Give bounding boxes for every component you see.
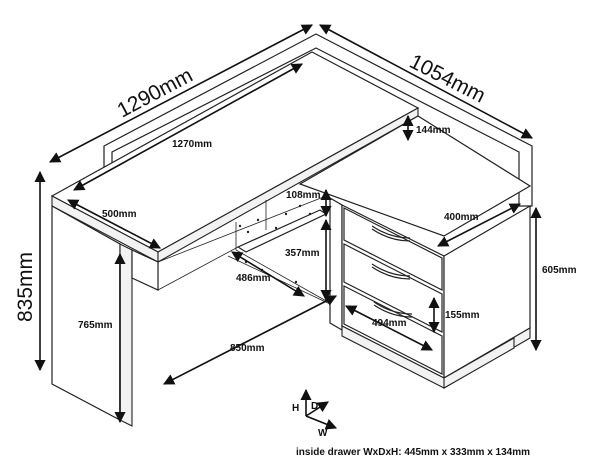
dimension-lines	[34, 24, 542, 424]
axis-d-label: D	[311, 401, 318, 412]
label-knee-width: 850mm	[230, 343, 265, 354]
label-knee-height: 765mm	[78, 320, 113, 331]
inside-drawer-note: inside drawer WxDxH: 445mm x 333mm x 134…	[296, 447, 530, 458]
cabinet-side	[443, 204, 531, 380]
label-top-depth: 500mm	[102, 209, 137, 220]
axis-h-label: H	[292, 403, 299, 414]
label-overall-height: 835mm	[14, 252, 37, 322]
label-cabinet-height: 605mm	[542, 265, 577, 276]
drawer-1	[343, 207, 443, 291]
label-shelf-gap: 144mm	[416, 125, 451, 136]
label-shelf-depth: 486mm	[236, 273, 271, 284]
axis-w-label: W	[318, 428, 328, 439]
label-upper-opening: 108mm	[286, 190, 321, 201]
label-top-length: 1270mm	[172, 139, 212, 150]
divider-panel	[329, 196, 343, 332]
inner-shelf	[236, 209, 328, 253]
axis-indicator: H D W	[292, 388, 338, 439]
label-side-depth: 400mm	[444, 212, 479, 223]
left-leg-panel	[51, 204, 121, 421]
label-opening-height: 357mm	[285, 248, 320, 259]
label-drawer-width: 494mm	[372, 318, 407, 329]
label-drawer-height: 155mm	[445, 310, 480, 321]
